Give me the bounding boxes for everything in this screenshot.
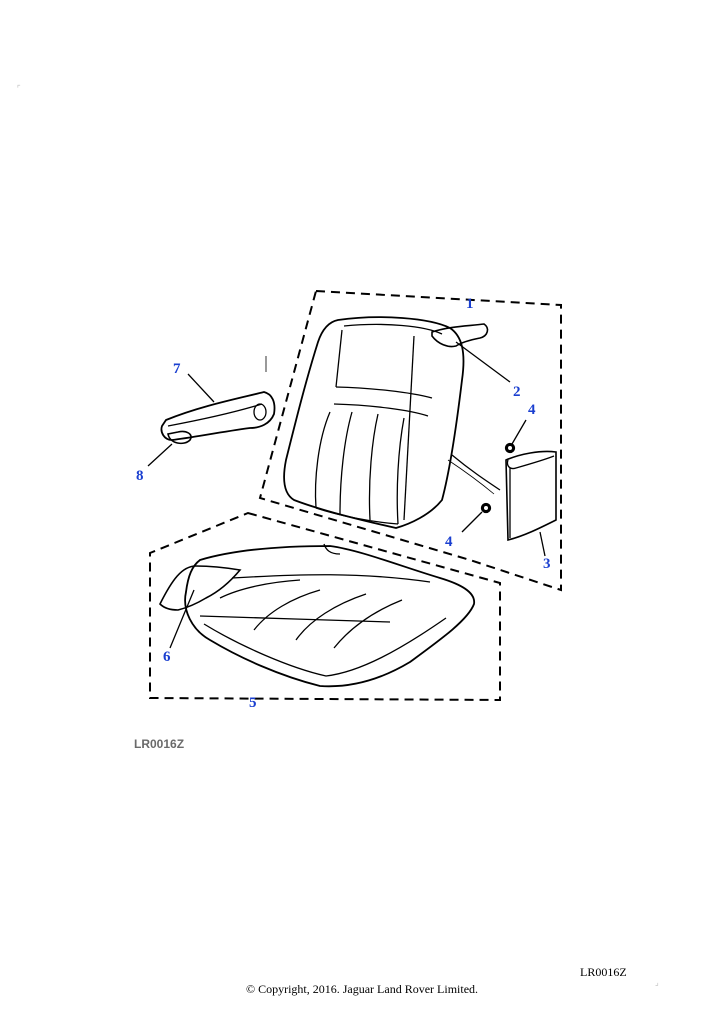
copyright-notice: © Copyright, 2016. Jaguar Land Rover Lim…: [245, 982, 479, 996]
leader-8: [147, 443, 173, 467]
callout-4-lower: 4: [445, 534, 453, 550]
seat-back-cover: [283, 316, 465, 529]
armrest-part: [160, 356, 276, 441]
callout-6: 6: [163, 649, 171, 665]
leader-6: [169, 589, 195, 649]
leader-7: [187, 373, 215, 403]
side-curve: [451, 454, 501, 491]
crop-mark-bottom-right: ⌟: [655, 978, 659, 987]
armrest-pivot: [167, 430, 192, 445]
cushion-side-trim: [159, 565, 242, 611]
leader-2: [455, 341, 511, 383]
callout-7: 7: [173, 361, 181, 377]
side-trim-upper: [431, 323, 489, 348]
callout-8: 8: [136, 468, 144, 484]
seat-back-group-boundary: [258, 289, 562, 592]
crop-mark-top-left: ⌜: [17, 84, 21, 93]
leader-3: [539, 531, 546, 557]
callout-3: 3: [543, 556, 551, 572]
callout-1: 1: [466, 296, 474, 312]
seat-cushion-cover: [184, 543, 475, 688]
callout-2: 2: [513, 384, 521, 400]
figure-reference: LR0016Z: [134, 737, 185, 751]
footer-figure-reference: LR0016Z: [580, 965, 627, 979]
seat-cushion-group-boundary: [149, 511, 501, 702]
callout-5: 5: [249, 695, 257, 711]
side-panel-part: [505, 450, 557, 542]
leader-4b: [461, 511, 483, 533]
leader-4a: [511, 419, 527, 445]
callout-4-upper: 4: [528, 402, 536, 418]
